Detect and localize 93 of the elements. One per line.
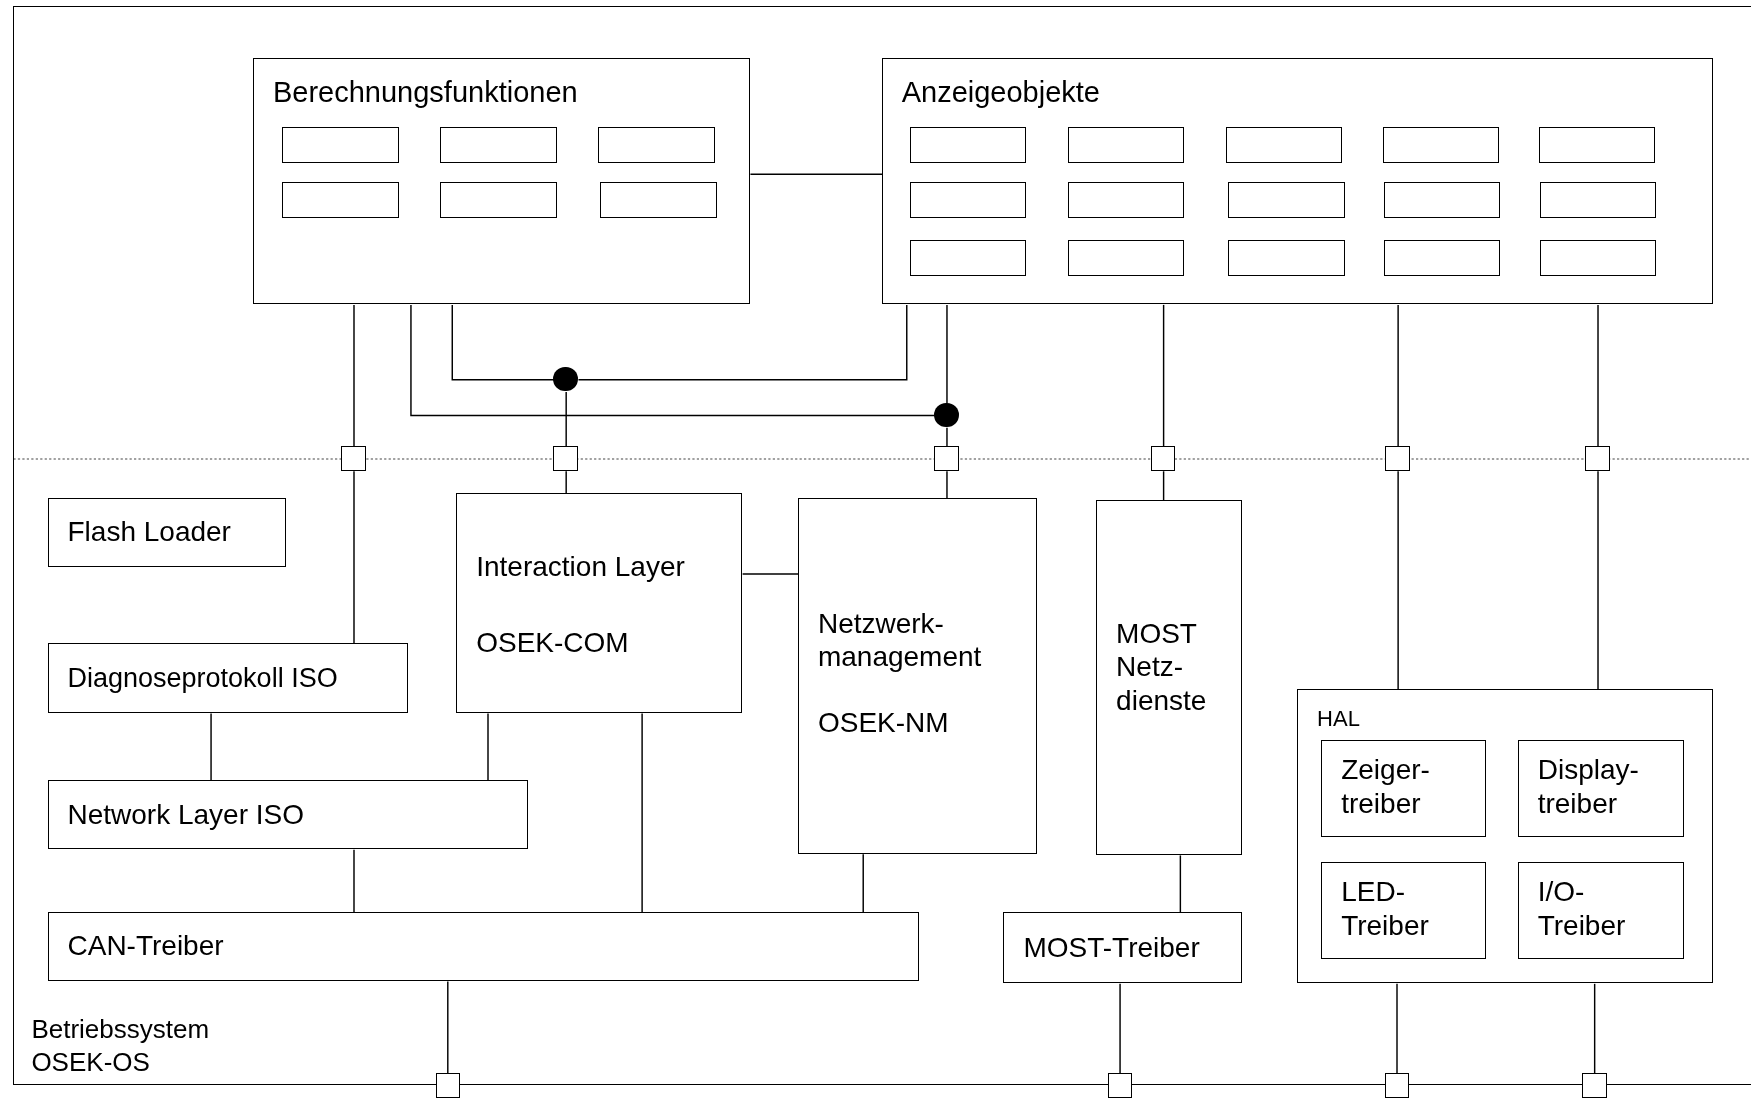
box-label: I/O- Treiber <box>1537 875 1627 943</box>
box-label: Diagnoseprotokoll ISO <box>67 661 338 695</box>
box-label: Display- treiber <box>1537 753 1639 821</box>
system-frame <box>13 5 1751 1086</box>
component-box <box>47 911 919 982</box>
connector-line <box>1397 470 1399 690</box>
port-square <box>1150 446 1176 471</box>
box-label: Network Layer ISO <box>67 797 305 832</box>
component-box <box>1517 862 1685 960</box>
connector-line <box>641 712 643 914</box>
component-box <box>47 497 287 567</box>
connector-line <box>353 849 355 914</box>
connector-line <box>1597 304 1599 448</box>
box-label: Berechnungsfunktionen <box>272 74 578 110</box>
empty-box <box>599 182 717 218</box>
connector-line <box>1119 983 1121 1074</box>
connector-line <box>946 304 948 404</box>
connector-line <box>1593 983 1596 1074</box>
box-label: HAL <box>1317 704 1360 733</box>
connector-line <box>577 304 908 381</box>
box-label: MOST Netz- dienste <box>1116 616 1207 718</box>
box-label: Zeiger- treiber <box>1341 753 1430 821</box>
component-box <box>456 493 743 714</box>
connector-line <box>353 470 355 644</box>
connector-line <box>447 980 449 1074</box>
empty-box <box>1228 182 1345 218</box>
component-box <box>47 780 528 850</box>
box-label: Interaction Layer <box>476 550 685 585</box>
box-label: Anzeigeobjekte <box>901 74 1100 110</box>
empty-box <box>281 127 399 164</box>
port-square <box>435 1073 461 1098</box>
connector-line <box>946 427 948 448</box>
box-label: LED- Treiber <box>1341 875 1429 943</box>
component-box <box>1321 862 1487 960</box>
port-square <box>341 446 366 471</box>
empty-box <box>910 182 1027 218</box>
connector-line <box>1597 470 1599 690</box>
empty-box <box>1538 127 1656 164</box>
connector-line <box>741 573 800 575</box>
empty-box <box>597 127 715 164</box>
empty-box <box>910 240 1027 276</box>
box-label: Netzwerk- management <box>817 606 983 674</box>
empty-box <box>1540 182 1657 218</box>
connector-line <box>1162 470 1165 502</box>
component-box <box>797 497 1037 854</box>
component-box <box>1321 740 1487 837</box>
component-box <box>1003 911 1243 984</box>
connector-line <box>451 304 555 381</box>
connector-line <box>353 304 355 448</box>
box-label: OSEK-NM <box>817 705 950 740</box>
connector-line <box>1162 304 1165 448</box>
empty-box <box>440 127 558 164</box>
port-square <box>1107 1073 1133 1098</box>
empty-box <box>1540 240 1657 276</box>
port-square <box>1384 1073 1410 1098</box>
port-square <box>1582 1073 1607 1098</box>
empty-box <box>1067 240 1184 276</box>
empty-box <box>1226 127 1343 164</box>
port-square <box>553 446 578 471</box>
component-box <box>47 642 409 714</box>
connector-line <box>565 470 567 495</box>
empty-box <box>1383 182 1500 218</box>
port-square <box>1385 446 1410 471</box>
box-label: CAN-Treiber <box>67 929 224 964</box>
connector-line <box>210 712 212 782</box>
component-box <box>1297 688 1713 984</box>
connector-line <box>1396 983 1398 1074</box>
box-label: OSEK-COM <box>476 626 629 661</box>
port-square <box>1585 446 1610 471</box>
connector-line <box>565 391 567 448</box>
empty-box <box>910 127 1027 164</box>
box-label: Flash Loader <box>67 515 231 550</box>
connector-line <box>946 470 948 499</box>
empty-box <box>440 182 558 218</box>
empty-box <box>1228 240 1345 276</box>
component-box <box>881 57 1713 305</box>
connector-line <box>749 173 883 175</box>
empty-box <box>1067 127 1184 164</box>
component-box <box>1096 499 1243 855</box>
connector-line <box>410 304 936 417</box>
connector-line <box>1397 304 1399 448</box>
box-label: MOST-Treiber <box>1023 930 1200 965</box>
empty-box <box>1383 240 1500 276</box>
connector-line <box>487 712 489 782</box>
component-box <box>252 57 750 305</box>
box-label: Betriebssystem OSEK-OS <box>31 1013 211 1079</box>
empty-box <box>281 182 399 218</box>
empty-box <box>1382 127 1499 164</box>
port-square <box>934 446 959 471</box>
connector-line <box>862 853 864 914</box>
connector-line <box>1179 854 1182 914</box>
empty-box <box>1067 182 1184 218</box>
component-box <box>1517 740 1685 837</box>
